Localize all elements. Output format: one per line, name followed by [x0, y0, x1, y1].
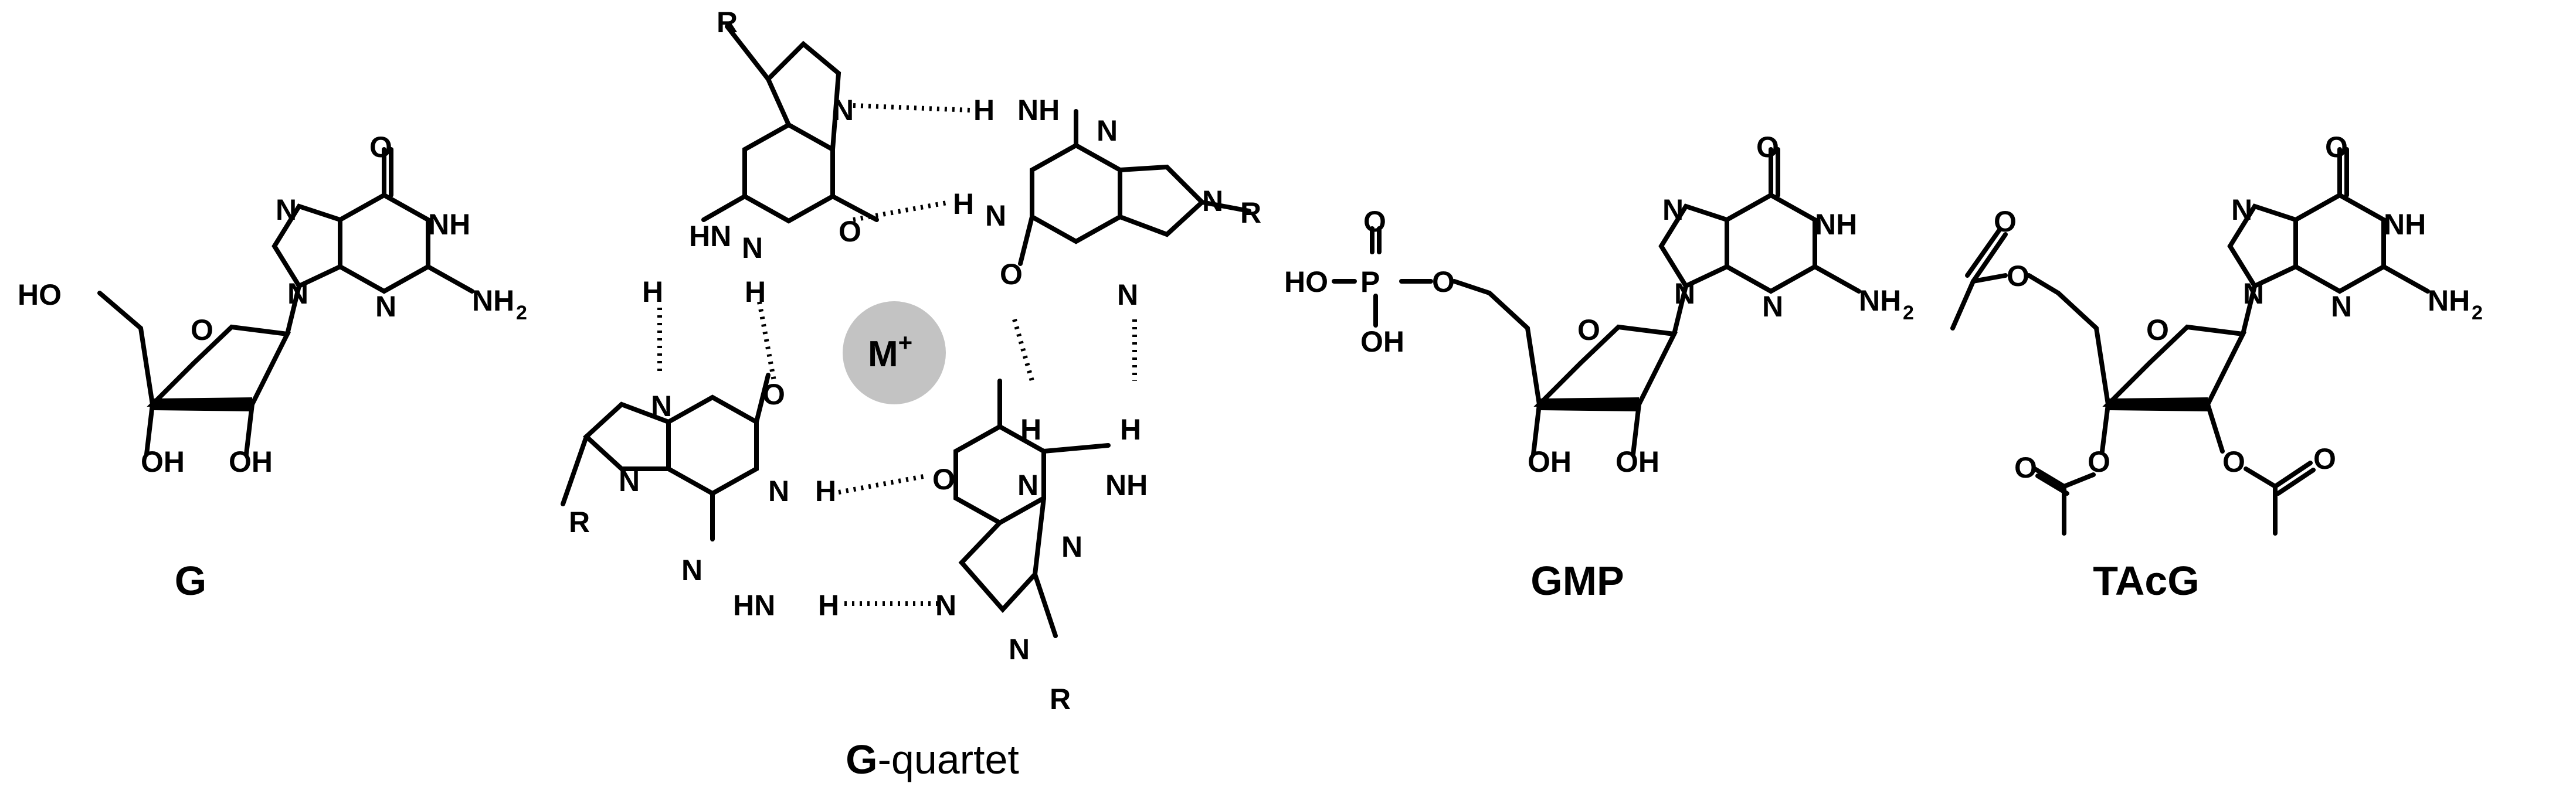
atom-label: H — [745, 275, 766, 308]
atom-label: N — [651, 390, 672, 423]
atom-label: H — [818, 589, 839, 622]
atom-label: NH — [428, 208, 470, 241]
atom-label: N — [287, 277, 308, 310]
atom-label: NH — [1815, 208, 1857, 241]
atom-label: HN — [733, 589, 775, 622]
atom-label: H — [973, 94, 995, 127]
atom-label: O — [1363, 205, 1386, 238]
atom-label: O — [932, 463, 955, 496]
atom-label: O — [839, 215, 861, 248]
atom-label: O — [191, 314, 213, 346]
atom-subscript: 2 — [516, 302, 527, 324]
atom-label: R — [1240, 196, 1261, 229]
atom-label: OH — [1360, 325, 1404, 358]
atom-label: N — [1017, 469, 1038, 502]
atom-label: N — [1009, 633, 1030, 666]
atom-label: HN — [689, 220, 731, 253]
gmp-structure: O NH N N N NH 2 O O P HO OH O OH OH GMP — [1284, 131, 1914, 604]
atom-label: N — [833, 94, 854, 127]
metal-ion-label: M+ — [868, 329, 912, 374]
atom-label: R — [1050, 683, 1071, 716]
atom-label: N — [681, 554, 702, 587]
atom-label: O — [1000, 258, 1023, 291]
caption-gmp: GMP — [1530, 558, 1624, 604]
atom-label: O — [1994, 205, 2017, 238]
atom-label: R — [717, 6, 738, 39]
atom-label: O — [2146, 314, 2169, 346]
atom-label: O — [2007, 260, 2029, 292]
atom-label: O — [1756, 131, 1779, 164]
atom-label: O — [369, 131, 392, 164]
atom-label: O — [2222, 445, 2245, 478]
atom-subscript: 2 — [2472, 302, 2483, 324]
atom-label: N — [1762, 290, 1783, 323]
atom-label: O — [2325, 131, 2348, 164]
atom-label: N — [1061, 530, 1082, 563]
atom-label: N — [2331, 290, 2352, 323]
atom-label: NH — [1859, 284, 1901, 317]
atom-label: N — [1202, 185, 1223, 217]
atom-subscript: 2 — [1903, 302, 1914, 324]
atom-label: N — [935, 589, 956, 622]
atom-label: P — [1360, 265, 1380, 298]
atom-label: N — [768, 475, 789, 508]
atom-label: NH — [2428, 284, 2470, 317]
atom-label: N — [1662, 193, 1684, 226]
atom-label: N — [1117, 278, 1138, 311]
atom-label: N — [1097, 114, 1118, 147]
atom-label: NH — [1017, 94, 1060, 127]
atom-label: O — [762, 378, 785, 411]
tacg-structure: O NH N N N NH 2 O O O O O O O TAcG — [1950, 131, 2483, 604]
caption-g: G — [175, 558, 206, 604]
guanosine-structure: O NH N N N NH 2 O HO OH OH G — [18, 131, 527, 604]
atom-label: OH — [229, 445, 273, 478]
atom-label: N — [2243, 277, 2264, 310]
metal-ion-circle — [843, 301, 946, 404]
atom-label: H — [815, 475, 836, 508]
atom-label: H — [1020, 413, 1041, 446]
atom-label: N — [1674, 277, 1695, 310]
atom-label: O — [1577, 314, 1600, 346]
atom-label: N — [276, 193, 297, 226]
atom-label: N — [2231, 193, 2252, 226]
atom-label: O — [2014, 451, 2037, 484]
atom-label: HO — [18, 278, 62, 311]
caption-tacg: TAcG — [2093, 558, 2200, 604]
atom-label: N — [375, 290, 396, 323]
atom-label: H — [1120, 413, 1141, 446]
atom-label: OH — [1615, 445, 1659, 478]
atom-label: OH — [141, 445, 185, 478]
atom-label: HO — [1284, 265, 1328, 298]
atom-label: O — [1432, 265, 1455, 298]
atom-label: NH — [1105, 469, 1148, 502]
atom-label: NH — [2384, 208, 2426, 241]
g-quartet-structure: R N H NH HN H N H O H N N N R O N N O R … — [561, 6, 1261, 782]
atom-label: N — [985, 199, 1006, 232]
atom-label: O — [2088, 445, 2110, 478]
caption-g-quartet: G-quartet — [846, 737, 1019, 782]
atom-label: NH — [472, 284, 514, 317]
atom-label: O — [2313, 442, 2336, 475]
atom-label: H — [642, 275, 663, 308]
atom-label: R — [569, 506, 590, 539]
atom-label: H — [953, 188, 974, 220]
atom-label: N — [742, 231, 763, 264]
atom-label: OH — [1528, 445, 1572, 478]
atom-label: N — [619, 465, 640, 498]
